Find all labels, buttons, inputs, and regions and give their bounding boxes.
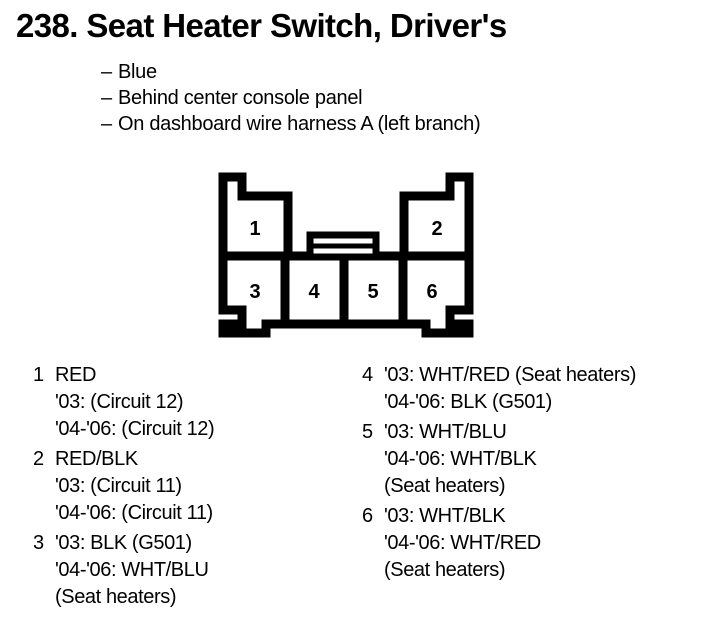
pin-legend-index: 4 xyxy=(362,364,373,386)
pin-legend-line: (Seat heaters) xyxy=(384,559,506,581)
pin-legend-line: '04-'06: WHT/BLU xyxy=(55,559,209,581)
pin-number-5: 5 xyxy=(367,281,378,303)
pin-legend-line: RED/BLK xyxy=(55,448,138,470)
spec-item: – Blue xyxy=(101,59,480,85)
pin-legend-line: '03: WHT/BLK xyxy=(384,505,506,527)
pin-legend-lines: '03: WHT/BLU '04-'06: WHT/BLK (Seat heat… xyxy=(384,419,537,500)
pin-legend-index: 6 xyxy=(362,505,373,527)
pin-legend-left-column: 1 RED '03: (Circuit 12) '04-'06: (Circui… xyxy=(33,362,215,614)
pin-number-2: 2 xyxy=(431,218,442,240)
dash-marker: – xyxy=(101,61,112,83)
pin-legend-line: (Seat heaters) xyxy=(55,586,177,608)
pin-legend-index: 5 xyxy=(362,421,373,443)
pin-legend-line: '03: WHT/RED (Seat heaters) xyxy=(384,364,636,386)
spec-item-label: Behind center console panel xyxy=(118,87,363,109)
pin-legend-entry-1: 1 RED '03: (Circuit 12) '04-'06: (Circui… xyxy=(33,362,215,443)
pin-legend-line: '03: (Circuit 12) xyxy=(55,391,184,413)
pin-legend-line: '04-'06: (Circuit 12) xyxy=(55,418,215,440)
page-title: 238. Seat Heater Switch, Driver's xyxy=(16,7,507,44)
pin-legend-line: RED xyxy=(55,364,97,386)
spec-list: – Blue – Behind center console panel – O… xyxy=(101,59,481,137)
pin-legend-entry-4: 4 '03: WHT/RED (Seat heaters) '04-'06: B… xyxy=(362,362,636,416)
pin-legend-entry-3: 3 '03: BLK (G501) '04-'06: WHT/BLU (Seat… xyxy=(33,530,214,611)
pin-legend-index: 1 xyxy=(33,364,44,386)
pin-number-6: 6 xyxy=(426,281,437,303)
pin-number-4: 4 xyxy=(308,281,320,303)
dash-marker: – xyxy=(101,87,112,109)
pin-legend-index: 3 xyxy=(33,532,44,554)
spec-item: – Behind center console panel xyxy=(101,85,480,111)
pin-legend-index: 2 xyxy=(33,448,44,470)
pin-number-1: 1 xyxy=(249,218,260,240)
pin-legend-lines: RED '03: (Circuit 12) '04-'06: (Circuit … xyxy=(55,362,215,443)
pin-legend-line: '04-'06: BLK (G501) xyxy=(384,391,552,413)
pin-legend-entry-5: 5 '03: WHT/BLU '04-'06: WHT/BLK (Seat he… xyxy=(362,419,636,500)
pin-legend-right-column: 4 '03: WHT/RED (Seat heaters) '04-'06: B… xyxy=(362,362,636,587)
pin-legend-line: '03: (Circuit 11) xyxy=(55,475,182,497)
center-latch-tab xyxy=(306,231,380,261)
pin-legend-lines: '03: WHT/RED (Seat heaters) '04-'06: BLK… xyxy=(384,362,636,416)
pin-legend-lines: '03: WHT/BLK '04-'06: WHT/RED (Seat heat… xyxy=(384,503,541,584)
dash-marker: – xyxy=(101,113,112,135)
pin-legend-line: '03: BLK (G501) xyxy=(55,532,192,554)
pin-legend-line: '04-'06: WHT/RED xyxy=(384,532,541,554)
pin-legend-line: '04-'06: WHT/BLK xyxy=(384,448,537,470)
pin-legend-lines: '03: BLK (G501) '04-'06: WHT/BLU (Seat h… xyxy=(55,530,209,611)
pin-number-3: 3 xyxy=(249,281,260,303)
pin-legend-line: '04-'06: (Circuit 11) xyxy=(55,502,213,524)
pin-legend-line: '03: WHT/BLU xyxy=(384,421,507,443)
spec-item-label: On dashboard wire harness A (left branch… xyxy=(118,113,481,135)
spec-item: – On dashboard wire harness A (left bran… xyxy=(101,111,481,137)
pin-legend-entry-2: 2 RED/BLK '03: (Circuit 11) '04-'06: (Ci… xyxy=(33,446,214,527)
pin-legend-lines: RED/BLK '03: (Circuit 11) '04-'06: (Circ… xyxy=(55,446,213,527)
pin-legend-line: (Seat heaters) xyxy=(384,475,506,497)
spec-item-label: Blue xyxy=(118,61,157,83)
connector-diagram: 1 2 3 4 5 6 xyxy=(218,172,474,338)
pin-legend-entry-6: 6 '03: WHT/BLK '04-'06: WHT/RED (Seat he… xyxy=(362,503,636,584)
